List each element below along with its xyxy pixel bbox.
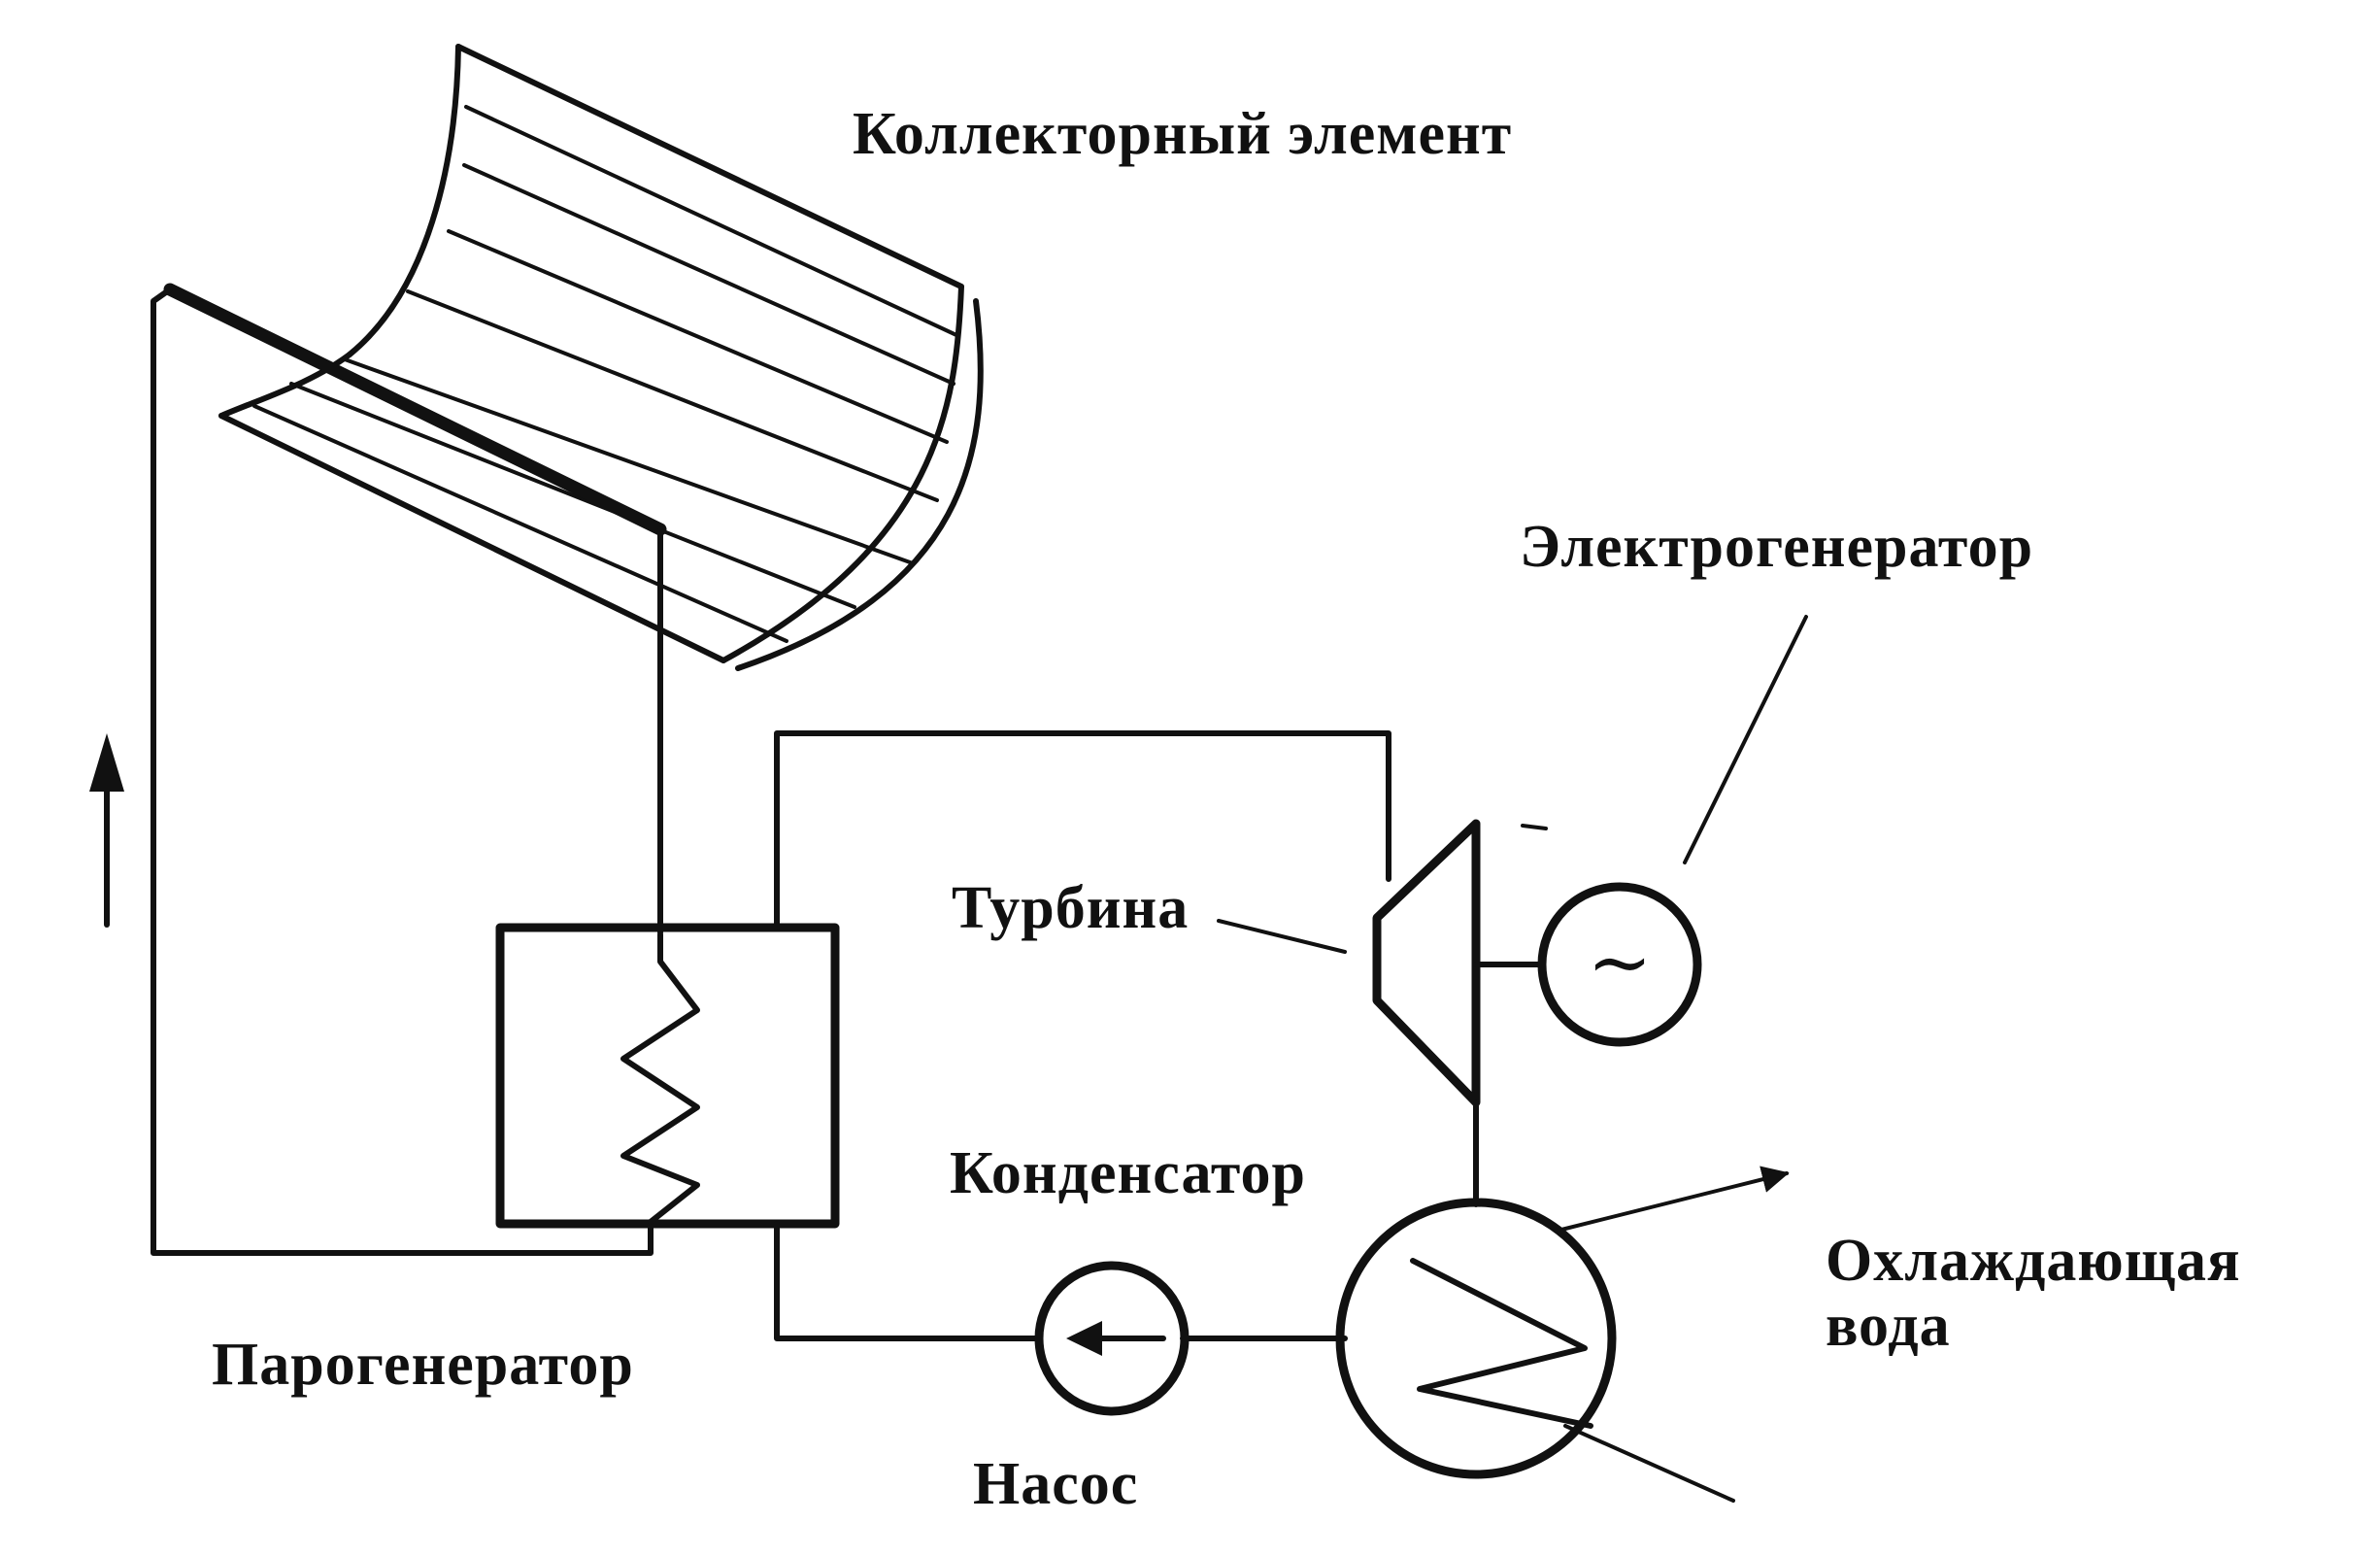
tick-mark [1521, 824, 1548, 830]
condenser-coil-icon [1410, 1258, 1593, 1429]
parabolic-collector [218, 44, 984, 671]
receiver-tube [163, 283, 667, 536]
turbine-label: Турбина [952, 875, 1189, 941]
cooling-water-inlet [1563, 1424, 1735, 1503]
steam-generator-label: Парогенератор [212, 1332, 634, 1398]
steam-pipe-to-turbine [774, 730, 1391, 930]
collector-outer-rim [735, 298, 984, 671]
pump-label: Насос [973, 1451, 1138, 1517]
turbine-icon [1372, 819, 1481, 1107]
heat-exchanger-coil-icon [620, 931, 700, 1225]
return-pipe-to-pump [774, 1221, 1042, 1341]
collector-back-edge [347, 44, 461, 357]
generator-label: Электрогенератор [1520, 514, 2033, 580]
generator-leader-line [1683, 615, 1808, 864]
arrow-left-icon [1066, 1321, 1166, 1356]
condenser-icon [1335, 1198, 1617, 1479]
condenser-label: Конденсатор [950, 1140, 1306, 1206]
generator-symbol: ~ [1587, 917, 1652, 1007]
cooling-water-label-line1: Охлаждающая [1826, 1228, 2241, 1294]
cooling-water-label-line2: вода [1826, 1293, 1951, 1359]
collector-mirror-strips [252, 105, 958, 643]
collector-front-edge [455, 44, 964, 663]
turbine-leader-line [1217, 919, 1347, 954]
generator-icon [1537, 882, 1702, 1047]
collector-label: Коллекторный элемент [853, 101, 1512, 167]
primary-loop-pipe [151, 287, 654, 1256]
collector-bottom-edge [218, 413, 726, 663]
steam-generator-box [495, 923, 840, 1229]
cooling-water-outlet [1559, 1166, 1790, 1232]
arrow-up-icon [89, 733, 124, 928]
pump-icon [1034, 1261, 1190, 1416]
